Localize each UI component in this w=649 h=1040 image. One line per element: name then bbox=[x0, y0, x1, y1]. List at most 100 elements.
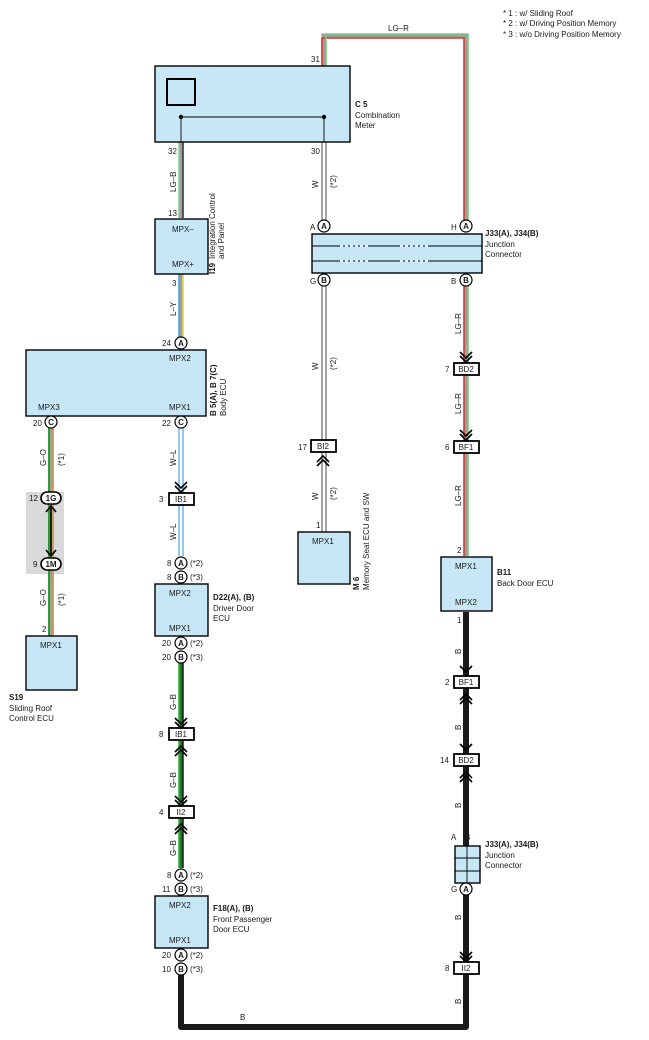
svg-text:6: 6 bbox=[445, 443, 450, 452]
svg-text:A: A bbox=[321, 222, 327, 231]
body-ecu-pin-mpx2: MPX2 bbox=[169, 354, 191, 363]
legend: * 1 : w/ Sliding Roof * 2 : w/ Driving P… bbox=[503, 9, 621, 39]
svg-text:A: A bbox=[463, 885, 469, 894]
svg-text:8: 8 bbox=[167, 559, 172, 568]
svg-text:BF1: BF1 bbox=[459, 678, 474, 687]
s19-pin: MPX1 bbox=[40, 641, 62, 650]
d22-name-1: Driver Door bbox=[213, 604, 254, 613]
svg-text:IB1: IB1 bbox=[175, 730, 188, 739]
svg-text:4: 4 bbox=[159, 808, 164, 817]
svg-text:BI2: BI2 bbox=[317, 442, 330, 451]
svg-text:B: B bbox=[454, 803, 463, 808]
svg-text:(*2): (*2) bbox=[190, 559, 203, 568]
body-ecu-label: B 5(A), B 7(C) Body ECU bbox=[209, 364, 228, 416]
svg-text:7: 7 bbox=[445, 365, 450, 374]
d22-code: D22(A), (B) bbox=[213, 593, 255, 602]
i19-pin-bottom: MPX+ bbox=[172, 260, 194, 269]
svg-text:8: 8 bbox=[167, 871, 172, 880]
svg-text:G–B: G–B bbox=[169, 772, 178, 788]
svg-text:C: C bbox=[48, 418, 54, 427]
svg-text:(*3): (*3) bbox=[190, 573, 203, 582]
junction-bottom-code: J33(A), J34(B) bbox=[485, 840, 539, 849]
svg-text:II2: II2 bbox=[462, 964, 471, 973]
svg-text:G–O: G–O bbox=[39, 449, 48, 466]
i19-pin-top: MPX– bbox=[172, 225, 194, 234]
svg-text:14: 14 bbox=[440, 756, 449, 765]
svg-text:8: 8 bbox=[159, 730, 164, 739]
svg-text:20: 20 bbox=[33, 419, 42, 428]
svg-text:A: A bbox=[451, 833, 457, 842]
combination-meter-c5 bbox=[154, 65, 351, 143]
svg-text:1M: 1M bbox=[45, 560, 56, 569]
f18-name-2: Door ECU bbox=[213, 925, 250, 934]
svg-text:10: 10 bbox=[162, 965, 171, 974]
svg-text:(*2): (*2) bbox=[329, 357, 338, 370]
svg-text:G: G bbox=[451, 885, 457, 894]
svg-text:B: B bbox=[465, 833, 470, 842]
junction-top-code: J33(A), J34(B) bbox=[485, 229, 539, 238]
f18-pin-bottom: MPX1 bbox=[169, 936, 191, 945]
svg-text:B: B bbox=[454, 725, 463, 730]
svg-text:B: B bbox=[451, 277, 456, 286]
svg-text:(*1): (*1) bbox=[57, 453, 66, 466]
b11-name: Back Door ECU bbox=[497, 579, 554, 588]
connector-1m: 1M bbox=[40, 557, 62, 571]
connector-bd2-top: BD2 bbox=[453, 362, 480, 376]
s19-name-1: Sliding Roof bbox=[9, 704, 53, 713]
svg-text:G–O: G–O bbox=[39, 589, 48, 606]
svg-text:2: 2 bbox=[445, 678, 450, 687]
s19-code: S19 bbox=[9, 693, 24, 702]
svg-text:and Panel: and Panel bbox=[217, 223, 226, 259]
svg-text:C: C bbox=[178, 418, 184, 427]
svg-text:20: 20 bbox=[162, 951, 171, 960]
junction-bottom-name-2: Connector bbox=[485, 861, 522, 870]
svg-text:B: B bbox=[454, 915, 463, 920]
wire-lg-r bbox=[321, 33, 469, 556]
svg-text:W–L: W–L bbox=[169, 523, 178, 540]
svg-text:8: 8 bbox=[445, 964, 450, 973]
svg-text:A: A bbox=[178, 871, 184, 880]
c5-code: C 5 bbox=[355, 100, 368, 109]
f18-code: F18(A), (B) bbox=[213, 904, 254, 913]
svg-text:W: W bbox=[311, 180, 320, 188]
b11-code: B11 bbox=[497, 568, 512, 577]
s19-name-2: Control ECU bbox=[9, 714, 54, 723]
connector-chevrons bbox=[45, 351, 473, 964]
wire-l-y bbox=[178, 274, 184, 338]
wire-b bbox=[178, 612, 469, 1030]
svg-text:A: A bbox=[178, 639, 184, 648]
front-passenger-door-ecu-f18 bbox=[154, 895, 209, 949]
svg-text:B: B bbox=[463, 276, 469, 285]
svg-text:1: 1 bbox=[457, 616, 462, 625]
d22-pin-bottom: MPX1 bbox=[169, 624, 191, 633]
svg-text:B: B bbox=[178, 573, 184, 582]
connector-ii2-left: II2 bbox=[168, 805, 195, 819]
svg-text:24: 24 bbox=[162, 339, 171, 348]
svg-text:9: 9 bbox=[33, 560, 38, 569]
svg-text:Body ECU: Body ECU bbox=[219, 378, 228, 416]
svg-text:W: W bbox=[311, 492, 320, 500]
svg-text:(*2): (*2) bbox=[329, 487, 338, 500]
junction-top-name-1: Junction bbox=[485, 240, 515, 249]
driver-door-ecu-d22 bbox=[154, 583, 209, 637]
c5-name-1: Combination bbox=[355, 111, 400, 120]
pin-numbers: 31 32 30 13 A H G B 3 24 20 22 17 7 6 3 … bbox=[29, 55, 470, 974]
f18-pin-top: MPX2 bbox=[169, 901, 191, 910]
svg-text:BD2: BD2 bbox=[458, 756, 474, 765]
svg-text:(*2): (*2) bbox=[190, 639, 203, 648]
svg-text:12: 12 bbox=[29, 494, 38, 503]
wire-lg-b bbox=[178, 142, 184, 218]
svg-text:20: 20 bbox=[162, 639, 171, 648]
svg-text:(*2): (*2) bbox=[190, 951, 203, 960]
svg-text:BD2: BD2 bbox=[458, 365, 474, 374]
b11-pin-top: MPX1 bbox=[455, 562, 477, 571]
svg-text:Memory Seat ECU and SW: Memory Seat ECU and SW bbox=[362, 492, 371, 590]
svg-text:LG–R: LG–R bbox=[454, 313, 463, 334]
svg-text:B: B bbox=[321, 276, 327, 285]
svg-text:A: A bbox=[178, 951, 184, 960]
wire-w bbox=[321, 142, 327, 532]
m6-label: M 6 Memory Seat ECU and SW bbox=[352, 492, 371, 590]
body-ecu-pin-mpx1: MPX1 bbox=[169, 403, 191, 412]
connector-bi2: BI2 bbox=[310, 439, 337, 453]
